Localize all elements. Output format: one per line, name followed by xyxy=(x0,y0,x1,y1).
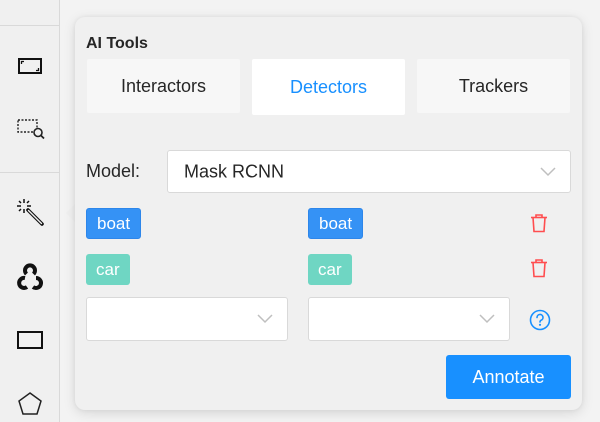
ai-tools-panel: AI Tools Interactors Detectors Trackers … xyxy=(75,17,582,410)
opencv-button[interactable] xyxy=(10,256,50,296)
help-button[interactable] xyxy=(528,308,552,332)
opencv-icon xyxy=(17,263,43,290)
tab-label: Detectors xyxy=(289,76,368,97)
sidebar-divider xyxy=(0,172,60,173)
model-label-tag: car xyxy=(86,254,130,285)
chevron-down-icon xyxy=(257,314,273,324)
chevron-down-icon xyxy=(540,166,556,176)
zoom-region-button[interactable] xyxy=(10,108,50,148)
select-region-zoom-icon xyxy=(17,119,45,140)
question-circle-icon xyxy=(529,309,551,331)
delete-mapping-button[interactable] xyxy=(527,211,551,235)
tab-detectors[interactable]: Detectors xyxy=(252,59,405,115)
rectangle-icon xyxy=(17,331,43,349)
fit-image-icon xyxy=(18,58,42,74)
tag-text: boat xyxy=(319,213,353,233)
tab-label: Trackers xyxy=(458,75,529,96)
chevron-down-icon xyxy=(479,314,495,324)
trash-icon xyxy=(531,214,547,233)
tab-interactors[interactable]: Interactors xyxy=(87,59,240,113)
annotate-button[interactable]: Annotate xyxy=(446,355,571,399)
model-select-value: Mask RCNN xyxy=(184,161,285,181)
fit-image-button[interactable] xyxy=(10,46,50,86)
tag-text: boat xyxy=(97,213,131,233)
model-label: Model: xyxy=(86,161,141,181)
model-label-select[interactable] xyxy=(86,297,288,341)
task-label-tag: boat xyxy=(308,208,364,239)
tab-label: Interactors xyxy=(120,75,207,96)
delete-mapping-button[interactable] xyxy=(527,256,551,280)
model-label-tag: boat xyxy=(86,208,142,239)
popover-arrow xyxy=(66,203,76,223)
trash-icon xyxy=(531,259,547,278)
ai-tools-button[interactable] xyxy=(10,192,50,232)
draw-polygon-button[interactable] xyxy=(10,384,50,422)
tag-text: car xyxy=(96,259,120,279)
magic-wand-icon xyxy=(17,199,44,226)
panel-title: AI Tools xyxy=(86,35,148,52)
model-select[interactable]: Mask RCNN xyxy=(167,150,571,193)
tab-trackers[interactable]: Trackers xyxy=(417,59,570,113)
tag-text: car xyxy=(318,259,342,279)
sidebar-divider xyxy=(0,25,60,26)
task-label-select[interactable] xyxy=(308,297,510,341)
controls-sidebar xyxy=(0,0,60,422)
task-label-tag: car xyxy=(308,254,352,285)
polygon-icon xyxy=(18,392,42,415)
draw-rectangle-button[interactable] xyxy=(10,320,50,360)
